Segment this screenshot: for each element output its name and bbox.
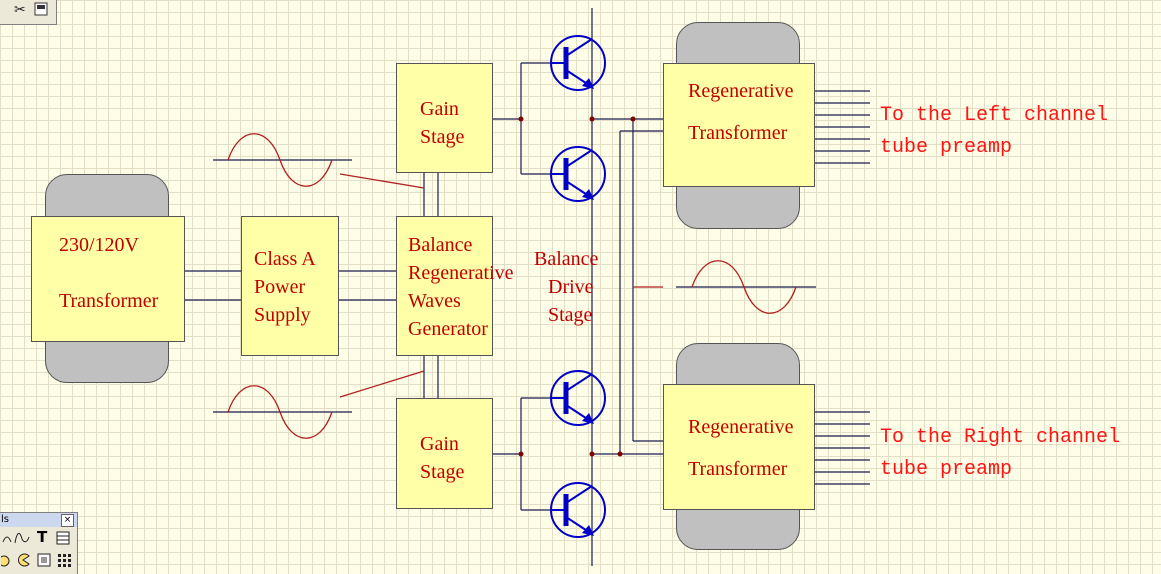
top-toolbar: ✂ bbox=[0, 0, 57, 25]
gain-stage-top-label-2: Stage bbox=[420, 126, 465, 148]
palette-header: ls × bbox=[0, 513, 77, 527]
regen-transformer-bottom-block[interactable] bbox=[663, 384, 815, 510]
generator-label-1: Balance bbox=[408, 234, 473, 256]
table-tool[interactable] bbox=[56, 531, 70, 545]
grid-tool[interactable] bbox=[57, 553, 71, 567]
generator-block[interactable] bbox=[396, 216, 493, 356]
regen-transformer-top-label-2: Transformer bbox=[688, 122, 788, 144]
right-output-label-1: To the Right channel bbox=[880, 426, 1121, 449]
pie-tool[interactable] bbox=[16, 553, 30, 567]
power-supply-label-1: Class A bbox=[254, 248, 316, 270]
gain-stage-bottom-label-2: Stage bbox=[420, 461, 465, 483]
generator-label-2: Regenerative bbox=[408, 262, 514, 284]
frame-tool[interactable] bbox=[37, 553, 51, 567]
drive-stage-label-1: Balance bbox=[534, 248, 599, 270]
generator-label-4: Generator bbox=[408, 318, 488, 340]
left-output-label-2: tube preamp bbox=[880, 136, 1013, 159]
regen-transformer-bottom-label-1: Regenerative bbox=[688, 416, 794, 438]
gain-stage-bottom-label-1: Gain bbox=[420, 433, 459, 455]
drive-stage-label-3: Stage bbox=[548, 304, 593, 326]
paste-icon[interactable] bbox=[34, 2, 48, 20]
power-transformer-label-1: 230/120V bbox=[59, 234, 139, 256]
generator-label-3: Waves bbox=[408, 290, 461, 312]
palette-title: ls bbox=[1, 514, 9, 525]
tools-palette: ls × T bbox=[0, 512, 78, 574]
right-output-label-2: tube preamp bbox=[880, 458, 1013, 481]
gain-stage-top-label-1: Gain bbox=[420, 98, 459, 120]
power-supply-label-3: Supply bbox=[254, 304, 311, 326]
bezier-tool[interactable] bbox=[14, 531, 30, 545]
gain-stage-bottom-block[interactable] bbox=[396, 398, 493, 509]
left-output-label-1: To the Left channel bbox=[880, 104, 1109, 127]
regen-transformer-bottom-label-2: Transformer bbox=[688, 458, 788, 480]
palette-close-button[interactable]: × bbox=[61, 514, 74, 527]
arc-tool[interactable] bbox=[2, 532, 12, 544]
regen-transformer-top-block[interactable] bbox=[663, 63, 815, 187]
cut-icon[interactable]: ✂ bbox=[14, 2, 26, 18]
gain-stage-top-block[interactable] bbox=[396, 63, 493, 173]
power-supply-label-2: Power bbox=[254, 276, 306, 298]
power-transformer-label-2: Transformer bbox=[59, 290, 159, 312]
power-supply-block[interactable] bbox=[241, 216, 339, 356]
regen-transformer-top-label-1: Regenerative bbox=[688, 80, 794, 102]
power-transformer-block[interactable] bbox=[31, 216, 185, 342]
circle-tool[interactable] bbox=[1, 554, 11, 568]
drive-stage-label-2: Drive bbox=[548, 276, 594, 298]
text-tool[interactable]: T bbox=[37, 528, 48, 546]
